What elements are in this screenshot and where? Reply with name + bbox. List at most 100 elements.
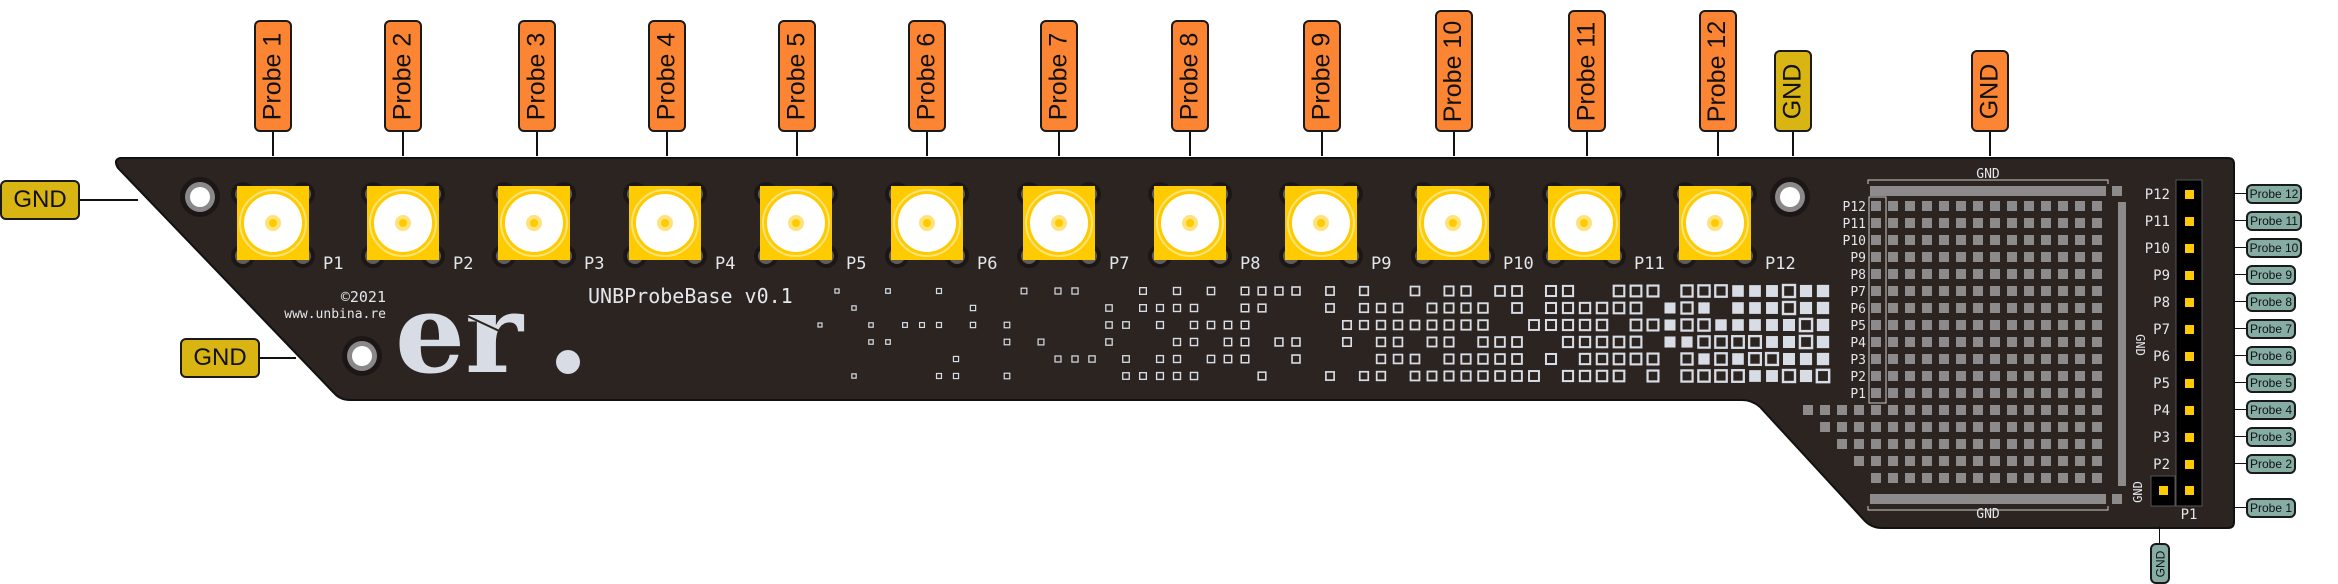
proto-pad bbox=[1888, 439, 1898, 449]
via-pad bbox=[1816, 301, 1830, 315]
header-pin bbox=[2185, 298, 2194, 307]
via-ring bbox=[1325, 286, 1335, 296]
proto-pad bbox=[1973, 371, 1983, 381]
via-pad bbox=[1749, 319, 1761, 331]
proto-pad bbox=[1990, 320, 2000, 330]
via-ring bbox=[1172, 286, 1182, 296]
via-ring bbox=[1426, 370, 1438, 382]
via-ring bbox=[1781, 283, 1797, 299]
header-gnd-label: GND bbox=[2131, 481, 2145, 503]
proto-pad bbox=[1990, 439, 2000, 449]
label-text: Probe 5 bbox=[2249, 376, 2293, 390]
header-pin-label: P2 bbox=[2153, 457, 2170, 473]
probe-label-right: Probe 12 bbox=[2246, 184, 2302, 204]
via-pad bbox=[1766, 370, 1778, 382]
proto-pad bbox=[2075, 371, 2085, 381]
sma-connector-p3 bbox=[492, 182, 576, 268]
via-ring bbox=[1240, 286, 1250, 296]
header-pin bbox=[2185, 486, 2194, 495]
label-text: Probe 12 bbox=[1703, 20, 1732, 122]
via-ring bbox=[1189, 320, 1199, 330]
proto-pad bbox=[2058, 371, 2068, 381]
leader-line bbox=[2234, 463, 2246, 464]
label-text: Probe 7 bbox=[1044, 32, 1073, 120]
proto-pad bbox=[1990, 201, 2000, 211]
via-ring bbox=[1578, 301, 1592, 315]
via-ring bbox=[1781, 368, 1797, 384]
label-text: Probe 9 bbox=[1307, 32, 1336, 120]
proto-pad bbox=[1871, 354, 1881, 364]
grid-side-rail-label: GND bbox=[2133, 334, 2147, 356]
proto-pad bbox=[1905, 456, 1915, 466]
label-text: Probe 11 bbox=[2250, 214, 2298, 228]
proto-pad bbox=[2024, 201, 2034, 211]
probe-label-right: Probe 1 bbox=[2246, 498, 2296, 518]
proto-pad bbox=[1973, 252, 1983, 262]
via-ring bbox=[1088, 355, 1096, 363]
proto-pad bbox=[1973, 201, 1983, 211]
via-pad bbox=[1715, 319, 1727, 331]
proto-pad bbox=[1956, 405, 1966, 415]
via-ring bbox=[1206, 320, 1216, 330]
header-pin-label: P7 bbox=[2153, 322, 2170, 338]
proto-pad bbox=[1888, 201, 1898, 211]
via-ring bbox=[1392, 336, 1404, 348]
via-ring bbox=[1105, 304, 1113, 312]
via-ring bbox=[1544, 352, 1558, 366]
proto-pad bbox=[2041, 252, 2051, 262]
proto-pad bbox=[1888, 269, 1898, 279]
via-ring bbox=[952, 355, 960, 363]
connector-label: P7 bbox=[1109, 254, 1129, 274]
proto-pad bbox=[2024, 303, 2034, 313]
via-ring bbox=[1460, 319, 1472, 331]
via-pad bbox=[1782, 318, 1796, 332]
probe-label-top: Probe 12 bbox=[1699, 10, 1737, 132]
via-ring bbox=[1409, 353, 1421, 365]
proto-pad bbox=[2092, 286, 2102, 296]
via-ring bbox=[1561, 318, 1575, 332]
board-name: UNBProbeBase v0.1 bbox=[588, 284, 793, 308]
via-ring bbox=[1511, 285, 1523, 297]
proto-pad bbox=[2024, 354, 2034, 364]
probe-label-top: Probe 6 bbox=[908, 20, 946, 132]
proto-pad bbox=[2041, 473, 2051, 483]
proto-pad bbox=[2007, 269, 2017, 279]
via-ring bbox=[1629, 335, 1643, 349]
via-ring bbox=[1764, 351, 1780, 367]
proto-pad bbox=[2041, 201, 2051, 211]
leader-line bbox=[1321, 132, 1323, 156]
proto-pad bbox=[1905, 354, 1915, 364]
proto-pad bbox=[1956, 456, 1966, 466]
label-text: Probe 9 bbox=[2249, 268, 2293, 282]
via-ring bbox=[1697, 335, 1711, 349]
via-ring bbox=[1561, 369, 1575, 383]
proto-pad bbox=[2041, 439, 2051, 449]
proto-pad bbox=[2075, 252, 2085, 262]
proto-pad bbox=[1922, 320, 1932, 330]
proto-pad bbox=[1956, 235, 1966, 245]
proto-pad bbox=[2058, 286, 2068, 296]
proto-pad bbox=[2007, 286, 2017, 296]
proto-pad bbox=[1803, 405, 1813, 415]
grid-row-label: P7 bbox=[1850, 285, 1866, 300]
gnd-label-top: GND bbox=[1774, 50, 1812, 132]
via-pad bbox=[1698, 353, 1710, 365]
proto-pad bbox=[1888, 337, 1898, 347]
via-pad bbox=[1664, 302, 1676, 314]
via-ring bbox=[1375, 319, 1387, 331]
proto-pad bbox=[1871, 371, 1881, 381]
proto-pad bbox=[2041, 320, 2051, 330]
proto-pad bbox=[2075, 337, 2085, 347]
via-ring bbox=[834, 288, 840, 294]
via-ring bbox=[1646, 318, 1660, 332]
via-ring bbox=[1578, 335, 1592, 349]
via-ring bbox=[918, 321, 926, 329]
proto-pad bbox=[1871, 388, 1881, 398]
label-text: Probe 1 bbox=[2249, 501, 2293, 515]
header-pin bbox=[2185, 433, 2194, 442]
via-ring bbox=[1460, 302, 1472, 314]
proto-pad bbox=[2007, 337, 2017, 347]
proto-pad bbox=[1888, 354, 1898, 364]
via-ring bbox=[935, 372, 943, 380]
leader-line bbox=[2159, 526, 2160, 543]
